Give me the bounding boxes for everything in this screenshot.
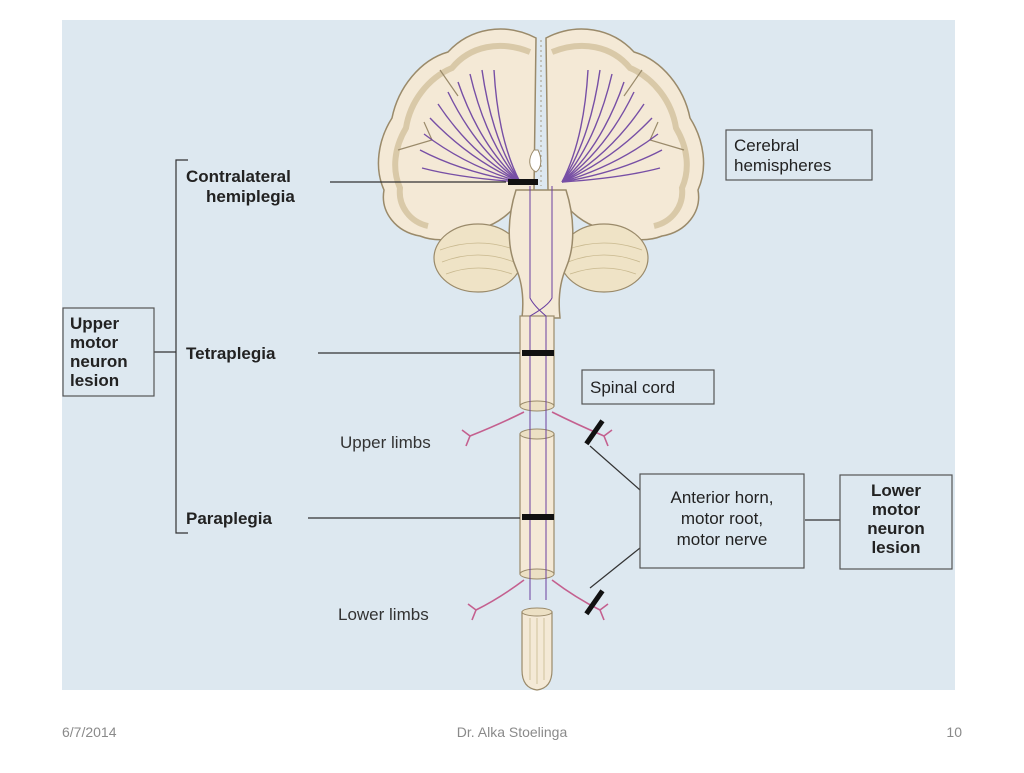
cord-cut-thoracic-bottom [519, 568, 555, 580]
footer-page-number: 10 [946, 724, 962, 740]
leader-lines [154, 159, 840, 589]
contralateral-label-line2: hemiplegia [206, 187, 295, 206]
lmn-label-line1: Lower [871, 481, 921, 500]
footer-date: 6/7/2014 [62, 724, 117, 740]
left-sulcus-2 [439, 69, 459, 97]
lesion-tetraplegia [522, 350, 554, 356]
lmn-label-line4: lesion [871, 538, 920, 557]
cerebrum [377, 28, 705, 241]
spinal-cord [519, 315, 555, 691]
lesion-contralateral [508, 179, 538, 185]
lmn-label-line2: motor [872, 500, 921, 519]
lesion-lower-nerve [584, 589, 605, 616]
cord-segment-cervical [519, 315, 555, 407]
paraplegia-label: Paraplegia [186, 509, 273, 528]
descending-tracts [529, 186, 553, 600]
umn-label-line4: lesion [70, 371, 119, 390]
cord-cut-thoracic-top [519, 428, 555, 440]
cord-segment-thoracic [519, 433, 555, 575]
lmn-label-line3: neuron [867, 519, 925, 538]
cord-cut-lumbar [521, 607, 553, 617]
anterior-horn-label-line2: motor root, [681, 509, 763, 528]
tetraplegia-label: Tetraplegia [186, 344, 276, 363]
footer-author: Dr. Alka Stoelinga [456, 724, 568, 740]
lesion-paraplegia [522, 514, 554, 520]
right-sulcus-2 [623, 69, 643, 97]
anterior-horn-label-line3: motor nerve [677, 530, 768, 549]
spinal-cord-label: Spinal cord [590, 378, 675, 397]
umn-label-line2: motor [70, 333, 119, 352]
lesion-marks [508, 179, 605, 616]
ventricle [529, 149, 542, 173]
spinal-cord-label-box [581, 369, 715, 405]
lower-limbs-label: Lower limbs [338, 605, 429, 624]
umn-label-box [62, 307, 155, 397]
cerebral-label-box [725, 129, 873, 181]
brainstem [508, 189, 574, 319]
anterior-horn-label-box [639, 473, 805, 569]
anterior-horn-label-line1: Anterior horn, [671, 488, 774, 507]
cord-cut-cervical [519, 400, 555, 412]
upper-limbs-label: Upper limbs [340, 433, 431, 452]
cord-striations [529, 618, 545, 684]
right-cortex-rim [550, 43, 690, 229]
peripheral-nerves [461, 411, 613, 621]
cerebral-label-line1: Cerebral [734, 136, 799, 155]
umn-label-line3: neuron [70, 352, 128, 371]
cerebral-label-line2: hemispheres [734, 156, 831, 175]
left-cortex-rim [392, 43, 532, 229]
lesion-upper-nerve [584, 419, 605, 446]
umn-label-line1: Upper [70, 314, 120, 333]
lmn-label-box [839, 474, 953, 570]
contralateral-label-line1: Contralateral [186, 167, 291, 186]
cerebellum-folia [439, 242, 643, 275]
